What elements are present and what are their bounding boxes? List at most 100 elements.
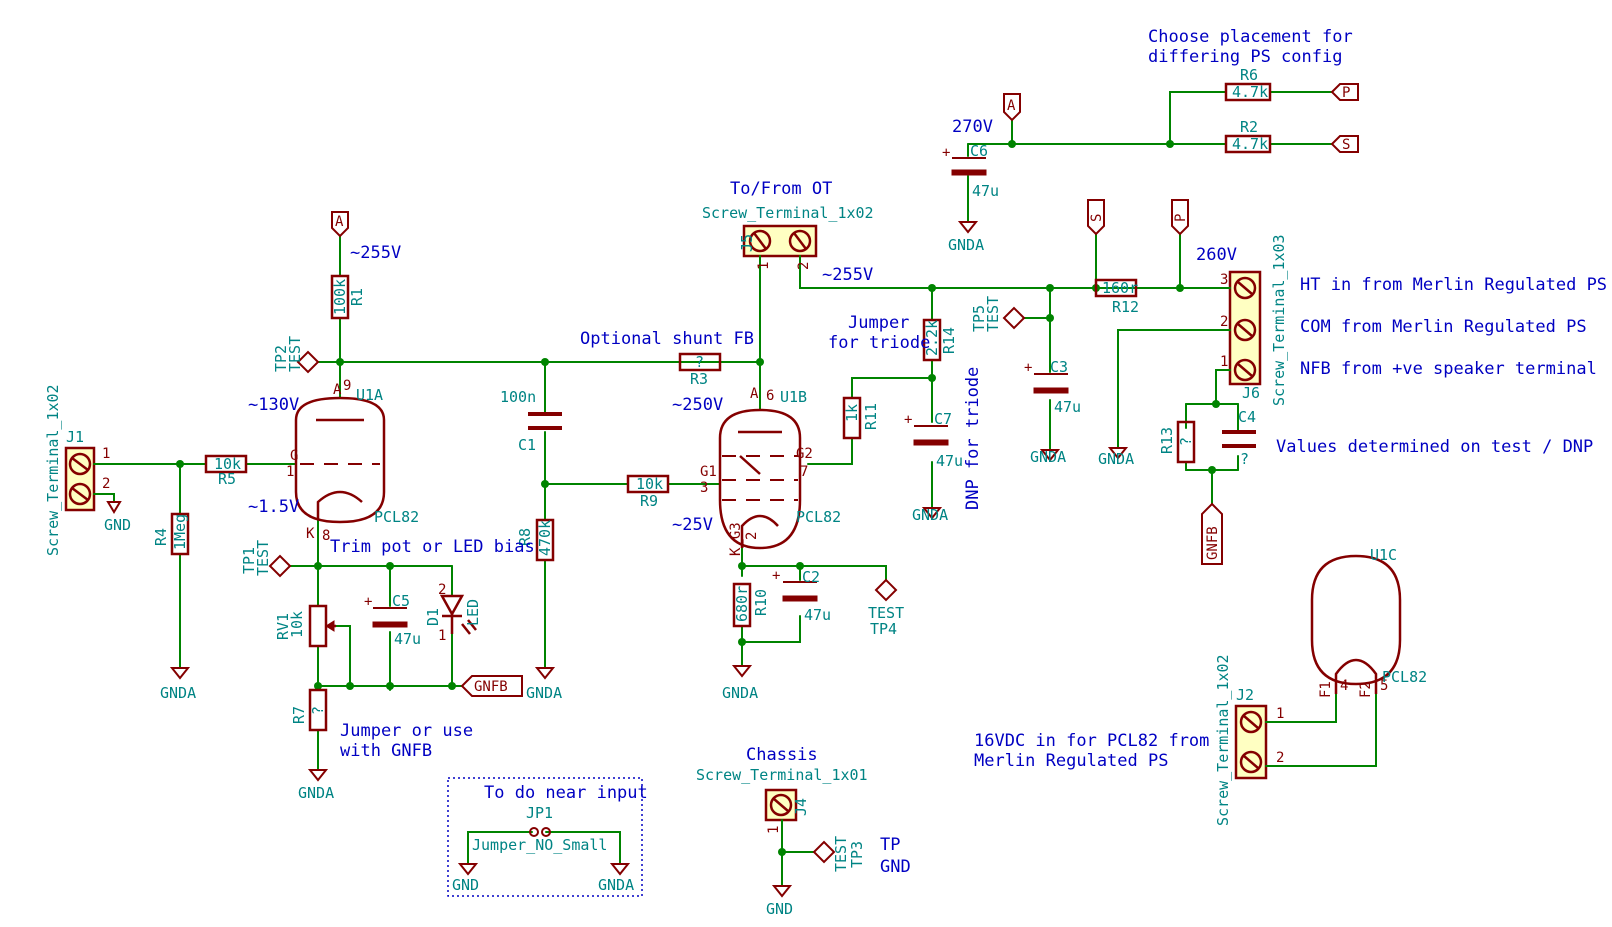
r2-value: 4.7k (1232, 135, 1268, 153)
svg-text:+: + (364, 594, 372, 610)
svg-text:+: + (942, 145, 950, 161)
svg-text:COM from Merlin Regulated PS: COM from Merlin Regulated PS (1300, 317, 1587, 337)
svg-text:16VDC in for PCL82 from: 16VDC in for PCL82 from (974, 731, 1209, 751)
u1c-value: PCL82 (1382, 668, 1427, 686)
svg-text:1: 1 (102, 446, 110, 462)
svg-text:GNDA: GNDA (598, 876, 634, 894)
svg-text:G2: G2 (796, 446, 813, 462)
svg-text:~130V: ~130V (248, 395, 299, 415)
svg-text:TEST: TEST (254, 540, 272, 576)
svg-text:GNDA: GNDA (526, 684, 562, 702)
c5-ref: C5 (392, 592, 410, 610)
svg-text:Jumper or use: Jumper or use (340, 721, 473, 741)
r12-ref: R12 (1112, 298, 1139, 316)
r10-ref: R10 (752, 589, 770, 616)
tube-u1c: F1 4 F2 5 U1C PCL82 (1310, 546, 1427, 698)
c5-value: 47u (394, 630, 421, 648)
svg-text:DNP for triode: DNP for triode (963, 367, 983, 510)
svg-text:differing PS config: differing PS config (1148, 47, 1342, 67)
svg-text:GNDA: GNDA (912, 506, 948, 524)
svg-text:Optional shunt FB: Optional shunt FB (580, 329, 754, 349)
resistors: 100k R1 10k R5 1Meg R4 ? R3 470k R8 10k … (152, 66, 1272, 732)
j4-ref: J4 (792, 798, 810, 816)
svg-text:A: A (1007, 98, 1016, 114)
capacitors: 100n C1 C4 ? + C6 47u + C3 47u + C7 47u … (364, 142, 1256, 648)
r5-ref: R5 (218, 470, 236, 488)
svg-text:A: A (750, 386, 759, 402)
svg-text:S: S (1342, 137, 1350, 153)
r6-value: 4.7k (1232, 83, 1268, 101)
svg-text:HT in from Merlin Regulated PS: HT in from Merlin Regulated PS (1300, 275, 1607, 295)
svg-text:To/From OT: To/From OT (730, 179, 832, 199)
svg-text:GNFB: GNFB (1205, 526, 1221, 560)
svg-text:+: + (1024, 360, 1032, 376)
jp1-ref: JP1 (526, 804, 553, 822)
notes: Choose placement for differing PS config… (248, 27, 1607, 877)
c7-ref: C7 (934, 410, 952, 428)
r1-ref: R1 (348, 288, 366, 306)
svg-text:A: A (333, 382, 342, 398)
c6-ref: C6 (970, 142, 988, 160)
terminal-j2: 1 2 J2 Screw_Terminal_1x02 (1214, 654, 1284, 826)
r4-ref: R4 (152, 528, 170, 546)
r1-value: 100k (331, 279, 349, 315)
u1a-ref: U1A (356, 386, 383, 404)
svg-text:NFB from +ve speaker terminal: NFB from +ve speaker terminal (1300, 359, 1597, 379)
svg-text:GND: GND (880, 857, 911, 877)
r5-value: 10k (214, 455, 241, 473)
terminal-j6: 3 2 1 J6 Screw_Terminal_1x03 (1220, 234, 1288, 406)
svg-text:260V: 260V (1196, 245, 1237, 265)
jp1-value: Jumper_NO_Small (472, 836, 607, 854)
svg-text:+: + (904, 412, 912, 428)
j2-value: Screw_Terminal_1x02 (1214, 654, 1232, 826)
r3-value: ? (695, 353, 704, 371)
svg-text:~255V: ~255V (822, 265, 873, 285)
svg-text:K: K (306, 526, 315, 542)
svg-text:TP4: TP4 (870, 620, 897, 638)
r11-ref: R11 (862, 403, 880, 430)
tube-u1a: A 9 G 1 K 8 U1A PCL82 (286, 378, 419, 544)
r8-ref: R8 (516, 528, 534, 546)
r11-value: 1k (843, 404, 861, 422)
svg-text:P: P (1173, 214, 1189, 222)
svg-text:TP3: TP3 (848, 841, 866, 868)
svg-text:1: 1 (1220, 354, 1228, 370)
svg-text:Jumper: Jumper (848, 313, 909, 333)
j5-value: Screw_Terminal_1x02 (702, 204, 874, 222)
svg-text:270V: 270V (952, 117, 993, 137)
svg-text:F1: F1 (1318, 681, 1334, 698)
svg-text:S: S (1089, 214, 1105, 222)
svg-text:To do near input: To do near input (484, 783, 648, 803)
svg-text:Trim pot or LED bias: Trim pot or LED bias (330, 537, 535, 557)
svg-text:2: 2 (1276, 750, 1284, 766)
r10-value: 680r (733, 586, 751, 622)
c7-value: 47u (936, 452, 963, 470)
u1a-value: PCL82 (374, 508, 419, 526)
c6-value: 47u (972, 182, 999, 200)
r8-value: 470k (536, 520, 554, 556)
r13-value: ? (1177, 437, 1195, 446)
svg-text:TP2: TP2 (272, 345, 290, 372)
svg-text:4: 4 (1340, 678, 1348, 694)
j6-ref: J6 (1242, 384, 1260, 402)
svg-text:3: 3 (1220, 272, 1228, 288)
j1-value: Screw_Terminal_1x02 (44, 384, 62, 556)
svg-text:1: 1 (756, 262, 772, 270)
svg-text:Chassis: Chassis (746, 745, 818, 765)
svg-text:Merlin Regulated PS: Merlin Regulated PS (974, 751, 1168, 771)
svg-text:6: 6 (766, 388, 774, 404)
svg-text:~255V: ~255V (350, 243, 401, 263)
svg-text:GNDA: GNDA (1030, 448, 1066, 466)
svg-text:7: 7 (800, 464, 808, 480)
svg-text:A: A (335, 214, 344, 230)
svg-text:+: + (772, 568, 780, 584)
svg-text:GNDA: GNDA (160, 684, 196, 702)
svg-text:3: 3 (700, 480, 708, 496)
ground-symbols: GND GNDA GNDA GNDA GNDA GNDA GNDA GNDA G… (104, 221, 1134, 918)
j1-ref: J1 (66, 428, 84, 446)
c2-value: 47u (804, 606, 831, 624)
test-points: TP2 TEST TP1 TEST TEST TP4 TP5 TEST TEST… (240, 296, 1026, 872)
net-labels: A A S P P S GNFB GNFB (331, 83, 1359, 697)
svg-text:TP: TP (880, 835, 900, 855)
